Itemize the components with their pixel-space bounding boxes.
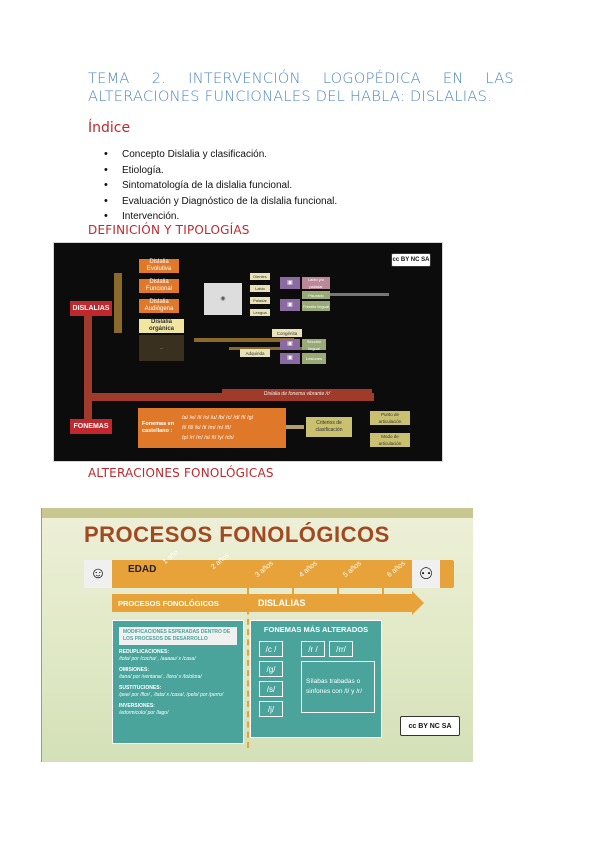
title-line-2: ALTERACIONES FUNCIONALES DEL HABLA: DISL… bbox=[88, 89, 493, 105]
item-text: /pee/ por /flor/ , /tata/ x /casa/, /pel… bbox=[119, 692, 224, 698]
title-word: LOGOPÉDICA bbox=[322, 71, 421, 87]
fonemas-node: FONEMAS bbox=[70, 419, 112, 434]
photo-frenillo: ▣ bbox=[280, 299, 300, 311]
item-sustituciones: SUSTITUCIONES: /pee/ por /flor/ , /tata/… bbox=[113, 683, 243, 701]
modo-node: Modo de articulación bbox=[370, 433, 410, 447]
label-lesiones: Lesiones bbox=[302, 353, 326, 364]
list-item: Evaluación y Diagnóstico de la dislalia … bbox=[104, 194, 337, 210]
index-heading: Índice bbox=[88, 120, 131, 136]
punto-node: Punto de articulación bbox=[370, 411, 410, 425]
baby-icon: ☺ bbox=[84, 560, 112, 588]
fonema-box: /rr/ bbox=[329, 641, 353, 657]
index-list: Concepto Dislalia y clasificación. Etiol… bbox=[104, 147, 337, 225]
photo-labio: ▣ bbox=[280, 277, 300, 289]
children-icon: ⚇ bbox=[412, 560, 440, 588]
fonema-box: /g/ bbox=[259, 661, 283, 677]
item-heading: REDUPLICACIONES: bbox=[119, 649, 170, 655]
item-text: /tota/ por /cocha/ , /aaaau/ x /casa/ bbox=[119, 656, 196, 662]
adquirida-node: Adquirida bbox=[240, 349, 270, 357]
type-organica: Dislalia orgánica bbox=[139, 319, 184, 333]
title-word: EN bbox=[442, 71, 464, 87]
type-evolutiva: Dislalia Evolutiva bbox=[139, 259, 179, 273]
fonema-box: /r / bbox=[301, 641, 325, 657]
fonemas-list: /a/ /e/ /i/ /o/ /u/ /b/ /c/ /d/ /f/ /g/ … bbox=[182, 413, 253, 443]
dislalias-node: DISLALIAS bbox=[70, 301, 112, 316]
title-word: INTERVENCIÓN bbox=[188, 71, 301, 87]
section-heading-alteraciones: ALTERACIONES FONOLÓGICAS bbox=[88, 466, 274, 480]
item-heading: SUSTITUCIONES: bbox=[119, 685, 162, 691]
fonema-box: /c / bbox=[259, 641, 283, 657]
label-frenillo: Frenillo lingual bbox=[302, 301, 330, 311]
fonemas-row: /l/ /ll/ /k/ /l/ /m/ /n/ /ñ/ bbox=[182, 425, 231, 431]
item-omisiones: OMISIONES: /tana/ por /ventana/ , /loro/… bbox=[113, 665, 243, 683]
dislalias-arrow: DISLALIAS bbox=[252, 594, 412, 612]
item-text: /tana/ por /ventana/ , /loro/ x /tololor… bbox=[119, 674, 202, 680]
type-funcional: Dislalia Funcional bbox=[139, 279, 179, 293]
modificaciones-header: MODIFICACIONES ESPERADAS DENTRO DE LOS P… bbox=[119, 627, 237, 645]
label-seccion: Sección lingual bbox=[302, 339, 326, 351]
fonemas-box: Fonemas en castellano : /a/ /e/ /i/ /o/ … bbox=[138, 408, 286, 448]
fonema-box: /j/ bbox=[259, 701, 283, 717]
fonemas-row: /a/ /e/ /i/ /o/ /u/ /b/ /c/ /d/ /f/ /g/ bbox=[182, 415, 254, 421]
list-item: Concepto Dislalia y clasificación. bbox=[104, 147, 337, 163]
arrow-head bbox=[412, 591, 424, 615]
organ-paladar: Paladar bbox=[250, 297, 270, 304]
dislalias-diagram: cc BY NC SA DISLALIAS Dislalia Evolutiva… bbox=[53, 242, 443, 462]
list-item: Sintomatología de la dislalia funcional. bbox=[104, 178, 337, 194]
cc-license-badge: cc BY NC SA bbox=[400, 716, 460, 736]
silabas-box: Sílabas trabadas o sinfones con /l/ y /r… bbox=[301, 661, 375, 713]
mouth-photo: ◉ bbox=[204, 283, 242, 315]
photo-lesiones: ▣ bbox=[280, 353, 300, 364]
edad-label: EDAD bbox=[128, 564, 157, 575]
section-heading-definicion: DEFINICIÓN Y TIPOLOGÍAS bbox=[88, 223, 250, 237]
document-title: TEMA 2. INTERVENCIÓN LOGOPÉDICA EN LAS A… bbox=[88, 70, 514, 106]
organ-lengua: Lengua bbox=[250, 309, 270, 316]
fonemas-left-column: /c / /g/ /s/ /j/ bbox=[259, 641, 283, 717]
criterios-node: Criterios de clasificación bbox=[306, 417, 352, 437]
title-word: LAS bbox=[485, 71, 514, 87]
fonema-box: /s/ bbox=[259, 681, 283, 697]
age-bar bbox=[84, 560, 454, 588]
item-heading: OMISIONES: bbox=[119, 667, 150, 673]
item-reduplicaciones: REDUPLICACIONES: /tota/ por /cocha/ , /a… bbox=[113, 647, 243, 665]
procesos-arrow: PROCESOS FONOLÓGICOS bbox=[112, 594, 252, 612]
item-text: /edormicolo/ por /lago/ bbox=[119, 710, 169, 716]
modificaciones-panel: MODIFICACIONES ESPERADAS DENTRO DE LOS P… bbox=[112, 620, 244, 744]
fonemas-row: /p/ /r/ /rr/ /s/ /t/ /y/ /ch/ bbox=[182, 435, 234, 441]
title-line-1: TEMA 2. INTERVENCIÓN LOGOPÉDICA EN LAS bbox=[88, 70, 514, 88]
cc-license-badge: cc BY NC SA bbox=[391, 253, 431, 267]
photo-seccion: ▣ bbox=[280, 339, 300, 350]
fonemas-en-label: Fonemas en castellano : bbox=[142, 421, 175, 434]
vibrante-label: Dislalia de fonema vibrante /r/ bbox=[222, 389, 372, 399]
organ-dientes: Dientes bbox=[250, 273, 270, 280]
type-audiogena: Dislalia Audiógena bbox=[139, 299, 179, 313]
organ-labio: Labio bbox=[250, 285, 270, 292]
item-heading: INVERSIONES: bbox=[119, 703, 155, 709]
label-labio-paladar: Labio y/o paladar bbox=[302, 277, 330, 289]
congenita-node: Congénita bbox=[272, 329, 302, 337]
fonemas-alterados-panel: FONEMAS MÁS ALTERADOS /c / /g/ /s/ /j/ /… bbox=[250, 620, 382, 738]
title-word: 2. bbox=[151, 71, 167, 87]
procesos-fonologicos-diagram: PROCESOS FONOLÓGICOS ☺ ⚇ EDAD 1 año 2 añ… bbox=[41, 508, 473, 762]
organica-note: ··· bbox=[139, 335, 184, 361]
fonemas-alterados-header: FONEMAS MÁS ALTERADOS bbox=[263, 625, 369, 634]
fonemas-right-row: /r / /rr/ bbox=[301, 641, 353, 657]
list-item: Intervención. bbox=[104, 209, 337, 225]
item-inversiones: INVERSIONES: /edormicolo/ por /lago/ bbox=[113, 701, 243, 719]
list-item: Etiología. bbox=[104, 163, 337, 179]
procesos-title: PROCESOS FONOLÓGICOS bbox=[84, 522, 390, 547]
label-fisurado: Fisurado bbox=[302, 291, 330, 299]
title-word: TEMA bbox=[88, 71, 130, 87]
